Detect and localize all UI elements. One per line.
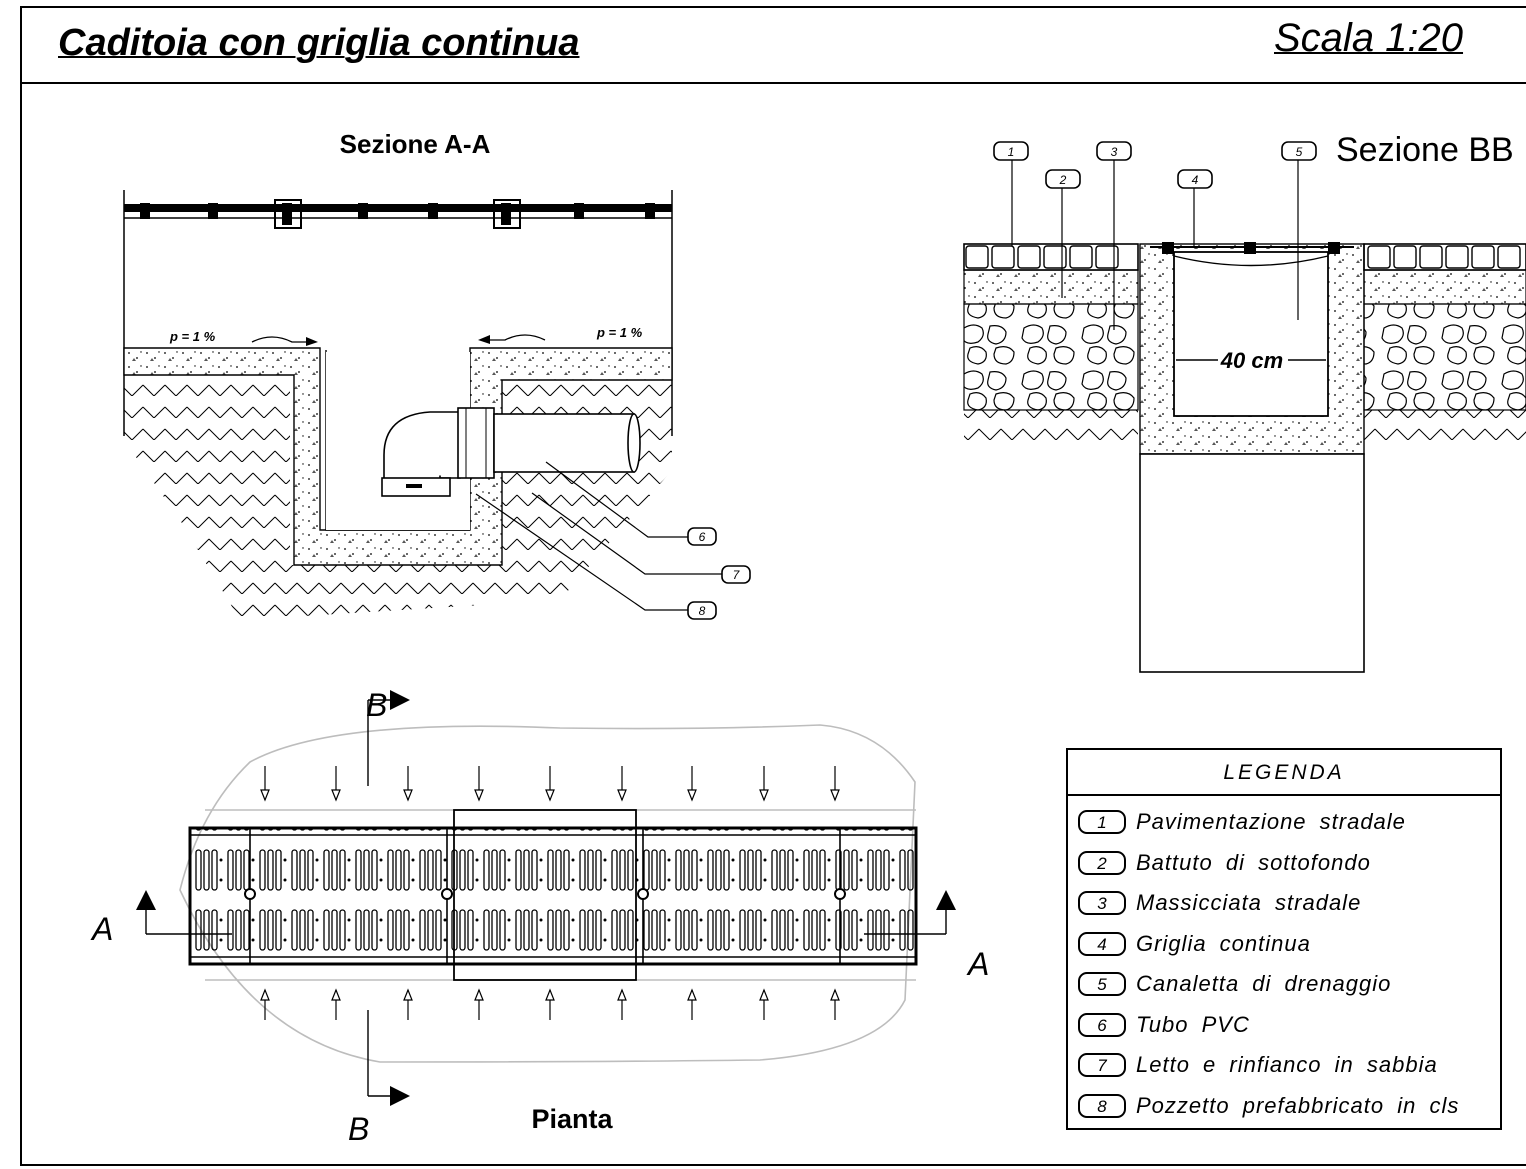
legend-item: 2 Battuto di sottofondo — [1078, 843, 1459, 884]
section-a-right-label: A — [966, 946, 989, 982]
legend-title: LEGENDA — [1068, 750, 1500, 796]
drawing-scale: Scala 1:20 — [1274, 16, 1464, 60]
drawing-frame — [20, 6, 1526, 1166]
section-a-left-label: A — [90, 911, 113, 947]
legend-number: 1 — [1078, 810, 1126, 835]
legend-text: Pozzetto prefabbricato in cls — [1136, 1092, 1460, 1118]
section-bb-title: Sezione BB — [1336, 131, 1514, 169]
legend-item: 5 Canaletta di drenaggio — [1078, 964, 1459, 1005]
section-a-markers: A A — [90, 890, 989, 982]
legend-item: 8 Pozzetto prefabbricato in cls — [1078, 1086, 1459, 1127]
drainage-channel — [1173, 251, 1329, 417]
prefab-well — [1139, 453, 1365, 673]
plan-view: A A B B Pianta — [90, 687, 989, 1147]
flow-arrow-left — [251, 336, 312, 343]
callout-8: 8 — [699, 604, 706, 618]
section-b-top-label: B — [366, 687, 387, 723]
legend-text: Letto e rinfianco in sabbia — [1136, 1052, 1438, 1078]
callout-3: 3 — [1111, 145, 1118, 159]
legend-number: 3 — [1078, 891, 1126, 916]
callout-6: 6 — [699, 530, 706, 544]
legend-list: 1 Pavimentazione stradale 2 Battuto di s… — [1078, 802, 1459, 1126]
legend-text: Canaletta di drenaggio — [1136, 971, 1392, 997]
channel-width-label: 40 cm — [1220, 348, 1283, 373]
callout-1: 1 — [1008, 145, 1015, 159]
section-aa: Sezione A-A p = 1 % p = 1 % — [123, 129, 751, 620]
drawing-title: Caditoia con griglia continua — [58, 22, 580, 64]
legend: LEGENDA 1 Pavimentazione stradale 2 Batt… — [1066, 748, 1502, 1130]
flow-arrow-right — [485, 334, 546, 341]
section-aa-title: Sezione A-A — [340, 129, 491, 159]
legend-number: 6 — [1078, 1012, 1126, 1037]
section-bb: Sezione BB — [963, 131, 1526, 673]
legend-item: 6 Tubo PVC — [1078, 1005, 1459, 1046]
header-divider — [20, 82, 1526, 84]
section-b-window — [453, 809, 637, 981]
pvc-pipe — [381, 407, 641, 497]
legend-number: 7 — [1078, 1053, 1126, 1078]
legend-text: Griglia continua — [1136, 930, 1311, 956]
legend-text: Pavimentazione stradale — [1136, 809, 1406, 835]
section-aa-leaders — [475, 461, 722, 611]
callout-7: 7 — [733, 568, 741, 582]
slope-right-label: p = 1 % — [596, 325, 643, 340]
legend-number: 2 — [1078, 850, 1126, 875]
section-b-bottom-label: B — [348, 1111, 369, 1147]
callout-2: 2 — [1059, 173, 1067, 187]
section-bb-leaders — [1011, 160, 1299, 330]
legend-text: Massicciata stradale — [1136, 890, 1362, 916]
concrete-bed — [123, 347, 673, 566]
section-bb-callouts: 1 2 3 4 5 — [993, 141, 1317, 189]
section-b-markers: B B — [348, 687, 410, 1147]
legend-number: 4 — [1078, 931, 1126, 956]
section-aa-callouts: 6 7 8 — [687, 527, 751, 620]
callout-4: 4 — [1192, 173, 1199, 187]
legend-item: 1 Pavimentazione stradale — [1078, 802, 1459, 843]
legend-number: 8 — [1078, 1093, 1126, 1118]
inflow-arrows — [260, 766, 840, 1020]
legend-text: Tubo PVC — [1136, 1011, 1250, 1037]
legend-item: 3 Massicciata stradale — [1078, 883, 1459, 924]
plan-title: Pianta — [531, 1104, 613, 1134]
legend-text: Battuto di sottofondo — [1136, 849, 1371, 875]
slope-left-label: p = 1 % — [169, 329, 216, 344]
callout-5: 5 — [1296, 145, 1303, 159]
legend-item: 4 Griglia continua — [1078, 924, 1459, 965]
legend-item: 7 Letto e rinfianco in sabbia — [1078, 1045, 1459, 1086]
continuous-grate — [188, 826, 918, 966]
legend-number: 5 — [1078, 972, 1126, 997]
